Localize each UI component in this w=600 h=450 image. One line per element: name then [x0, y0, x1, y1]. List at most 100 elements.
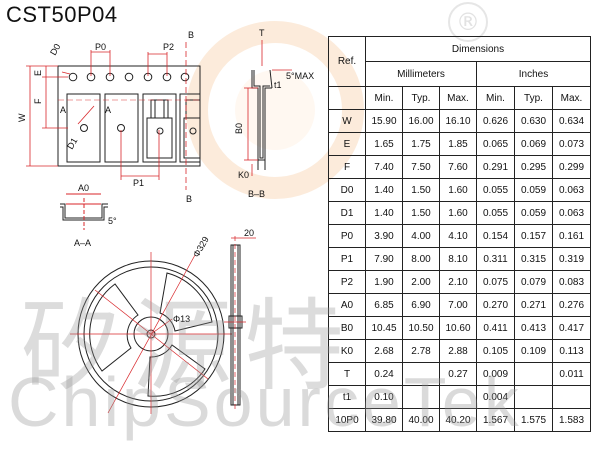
row-value: 1.60	[439, 178, 477, 202]
b-bottom-label: B	[186, 194, 192, 204]
row-value: 0.004	[476, 385, 515, 409]
reel-window	[147, 344, 206, 397]
row-ref: T	[328, 362, 366, 386]
row-value: 0.291	[476, 155, 515, 179]
t1-label: t1	[274, 80, 282, 90]
row-value: 0.271	[514, 293, 553, 317]
dimensions-table: Ref. Dimensions Millimeters Inches Min. …	[328, 36, 591, 432]
ref-subheader-blank	[328, 86, 366, 110]
section-aa-angle: 5°	[108, 216, 117, 226]
sprocket-hole	[180, 72, 190, 82]
row-value: 0.319	[552, 247, 591, 271]
row-value	[402, 362, 440, 386]
row-value: 39.80	[365, 408, 403, 432]
row-value: 0.27	[439, 362, 477, 386]
row-value: 1.583	[552, 408, 591, 432]
row-value: 0.154	[476, 224, 515, 248]
subheader-in-typ: Typ.	[514, 86, 553, 110]
row-value: 40.20	[439, 408, 477, 432]
row-value: 0.311	[476, 247, 515, 271]
row-value: 0.059	[514, 178, 553, 202]
dimensions-header: Dimensions	[365, 36, 591, 62]
sprocket-hole	[124, 72, 134, 82]
component-body	[146, 117, 173, 159]
subheader-mm-min: Min.	[365, 86, 403, 110]
reel-width-label: 20	[244, 228, 254, 238]
row-value: 40.00	[402, 408, 440, 432]
row-value: 7.00	[439, 293, 477, 317]
subheader-in-max: Max.	[552, 86, 591, 110]
row-value: 8.00	[402, 247, 440, 271]
t-label: T	[259, 28, 265, 38]
row-ref: 10P0	[328, 408, 366, 432]
tape-pocket	[104, 93, 139, 163]
row-ref: K0	[328, 339, 366, 363]
row-ref: P2	[328, 270, 366, 294]
row-value: 0.079	[514, 270, 553, 294]
row-value: 1.50	[402, 178, 440, 202]
reel-side-dims	[224, 236, 256, 412]
component-mark	[189, 127, 197, 135]
inches-header: Inches	[476, 61, 591, 87]
b-top-label: B	[188, 30, 194, 40]
row-value: 1.575	[514, 408, 553, 432]
subheader-in-min: Min.	[476, 86, 515, 110]
row-value: 0.075	[476, 270, 515, 294]
w-label: W	[17, 113, 27, 122]
component-tab	[150, 99, 169, 119]
row-value	[514, 362, 553, 386]
section-bb-label: B–B	[248, 189, 265, 199]
row-value: 2.68	[365, 339, 403, 363]
subheader-mm-max: Max.	[439, 86, 477, 110]
row-value: 0.055	[476, 201, 515, 225]
tape-pocket	[66, 93, 101, 163]
row-value: 1.567	[476, 408, 515, 432]
row-value: 0.065	[476, 132, 515, 156]
row-value: 0.630	[514, 109, 553, 133]
row-value: 0.157	[514, 224, 553, 248]
row-value	[552, 385, 591, 409]
row-value: 16.00	[402, 109, 440, 133]
row-ref: W	[328, 109, 366, 133]
tape-pocket	[142, 93, 177, 163]
row-value: 7.90	[365, 247, 403, 271]
row-value: 2.10	[439, 270, 477, 294]
row-ref: D0	[328, 178, 366, 202]
p1-label: P1	[133, 178, 144, 188]
row-ref: P0	[328, 224, 366, 248]
row-value: 0.109	[514, 339, 553, 363]
row-value: 15.90	[365, 109, 403, 133]
ref-header: Ref.	[328, 36, 366, 87]
row-value: 0.105	[476, 339, 515, 363]
section-bb-dims	[244, 40, 292, 176]
row-value: 0.626	[476, 109, 515, 133]
pocket-hole	[80, 124, 88, 132]
d0-label: D0	[48, 42, 62, 57]
section-aa-label: A–A	[74, 238, 91, 248]
row-value	[439, 385, 477, 409]
reel-outer-diameter: Φ329	[191, 235, 211, 259]
row-value: 6.90	[402, 293, 440, 317]
row-value: 7.60	[439, 155, 477, 179]
carrier-tape-top-view	[57, 65, 201, 167]
row-ref: F	[328, 155, 366, 179]
reel-dimension-lines	[70, 252, 232, 414]
reel-window	[89, 283, 139, 372]
row-value: 0.270	[476, 293, 515, 317]
a-left-label: A	[60, 105, 66, 115]
reel-hub-diameter: Φ13	[173, 314, 190, 324]
e-label: E	[33, 70, 43, 76]
row-value: 0.055	[476, 178, 515, 202]
reel-side-view	[228, 244, 243, 406]
row-value: 0.417	[552, 316, 591, 340]
